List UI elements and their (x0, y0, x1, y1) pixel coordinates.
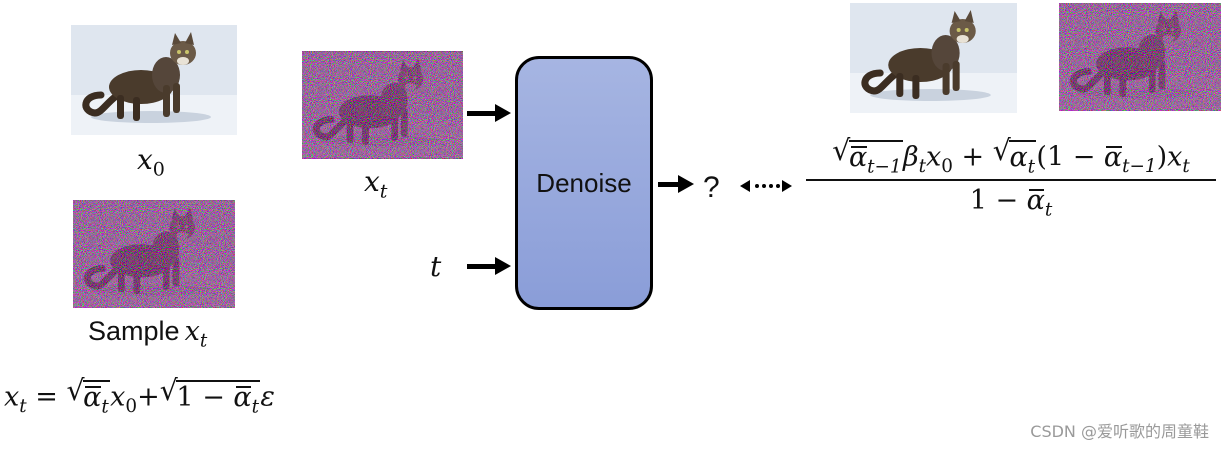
formula-denominator: 1 − αt (806, 187, 1216, 214)
reference-noisy-image (1059, 3, 1221, 111)
t-input-label: t (430, 253, 441, 281)
denoise-label: Denoise (536, 168, 631, 199)
target-mean-formula: √αt−1βtx0 + √αt(1 − αt−1)xt 1 − αt (806, 140, 1216, 214)
arrow-t-to-denoise (467, 257, 511, 275)
arrow-denoise-output (658, 175, 694, 193)
denoise-block: Denoise (515, 56, 653, 310)
sample-label: Sample xt (88, 318, 207, 345)
reference-clean-image (850, 3, 1017, 113)
xt-label: xt (364, 168, 387, 196)
x0-label: x0 (137, 146, 165, 174)
arrow-xt-to-denoise (467, 104, 511, 122)
sample-noisy-image (73, 200, 235, 308)
xt-noisy-image (302, 51, 463, 159)
fraction-bar (806, 179, 1216, 181)
sample-equation: xt = √αtx0+√1 − αtε (4, 380, 275, 411)
dotted-compare-arrow (740, 177, 792, 195)
formula-numerator: √αt−1βtx0 + √αt(1 − αt−1)xt (806, 140, 1216, 171)
x0-cat-image (71, 25, 237, 135)
csdn-watermark: CSDN @爱听歌的周童鞋 (1030, 418, 1209, 442)
output-question-mark: ? (703, 171, 720, 205)
